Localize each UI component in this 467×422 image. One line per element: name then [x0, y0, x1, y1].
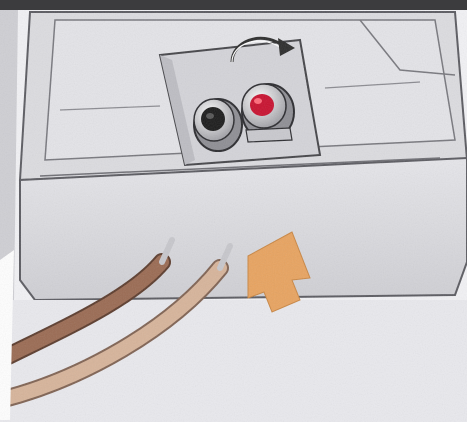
grain-overlay [0, 10, 467, 422]
top-bar [0, 0, 467, 10]
